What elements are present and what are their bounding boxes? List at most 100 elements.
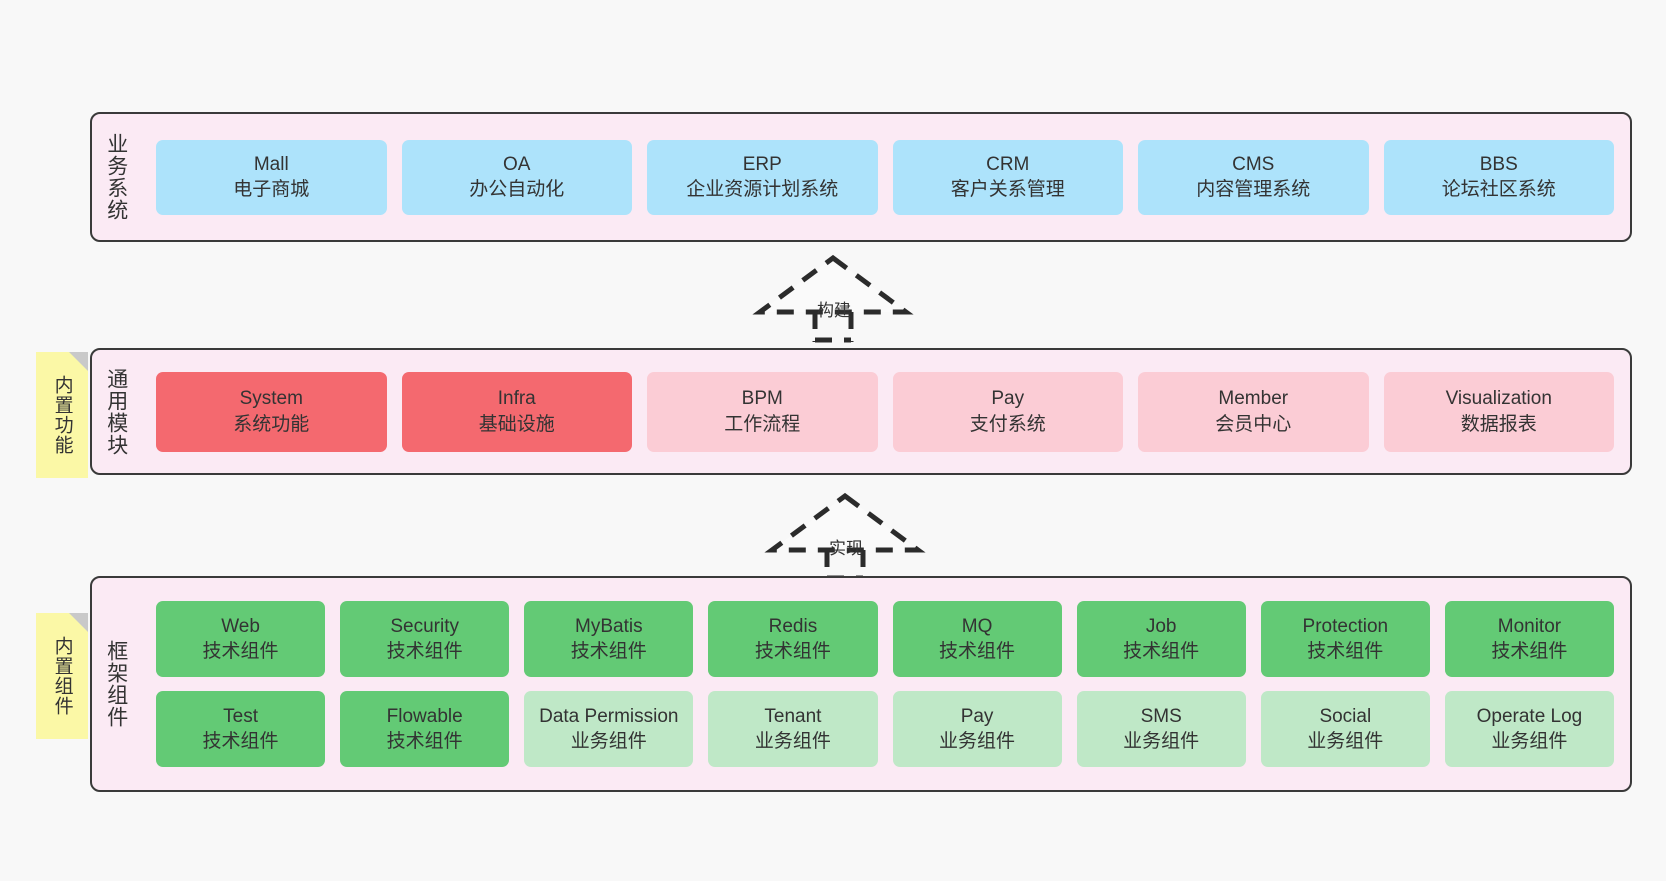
node-title: OA (503, 153, 531, 175)
node-subtitle: 技术组件 (1123, 641, 1200, 662)
node-redis[interactable]: Redis 技术组件 (708, 601, 878, 677)
node-title: Flowable (386, 705, 463, 727)
node-subtitle: 技术组件 (570, 641, 647, 662)
node-subtitle: 业务组件 (570, 731, 647, 752)
node-oa[interactable]: OA 办公自动化 (401, 139, 632, 215)
node-cms[interactable]: CMS 内容管理系统 (1138, 139, 1369, 215)
node-subtitle: 业务组件 (939, 731, 1016, 752)
node-subtitle: 会员中心 (1215, 413, 1292, 435)
layer-title-framework-components: 框架组件 (104, 640, 128, 728)
node-subtitle: 业务组件 (754, 731, 831, 752)
node-subtitle: 技术组件 (1491, 641, 1568, 662)
node-mq[interactable]: MQ 技术组件 (892, 601, 1062, 677)
node-operate-log[interactable]: Operate Log 业务组件 (1444, 691, 1614, 767)
node-subtitle: 技术组件 (202, 641, 279, 662)
node-subtitle: 基础设施 (478, 413, 555, 435)
node-subtitle: 企业资源计划系统 (686, 179, 839, 200)
realization-arrow-icon (752, 254, 914, 343)
node-subtitle: 内容管理系统 (1196, 179, 1311, 200)
node-title: Tenant (764, 705, 822, 727)
arrow-realize: 实现 (764, 492, 926, 581)
node-subtitle: 技术组件 (754, 641, 831, 662)
node-title: Monitor (1497, 615, 1562, 637)
note-label: 内置组件 (51, 636, 73, 716)
layer-title-business-system: 业务系统 (104, 133, 128, 221)
node-title: Web (221, 615, 260, 637)
node-title: Member (1218, 388, 1289, 410)
node-subtitle: 论坛社区系统 (1441, 179, 1556, 200)
note-builtin-components: 内置组件 (36, 613, 88, 739)
node-pay-module[interactable]: Pay 支付系统 (892, 371, 1123, 452)
layer-common-modules: 通用模块 System 系统功能 Infra 基础设施 BPM 工作流程 Pay… (90, 348, 1632, 475)
node-title: CMS (1232, 153, 1275, 175)
node-title: Pay (960, 705, 994, 727)
node-pay-component[interactable]: Pay 业务组件 (892, 691, 1062, 767)
node-subtitle: 数据报表 (1460, 413, 1537, 435)
layer-body-framework-components: Web 技术组件 Security 技术组件 MyBatis 技术组件 Redi… (140, 578, 1630, 790)
node-title: Pay (991, 388, 1025, 410)
node-subtitle: 客户关系管理 (950, 179, 1065, 200)
node-social[interactable]: Social 业务组件 (1260, 691, 1430, 767)
node-title: System (239, 388, 303, 410)
node-sms[interactable]: SMS 业务组件 (1076, 691, 1246, 767)
node-title: SMS (1140, 705, 1182, 727)
arrow-label-realize: 实现 (829, 539, 863, 558)
node-subtitle: 办公自动化 (469, 179, 565, 200)
node-infra[interactable]: Infra 基础设施 (401, 371, 632, 452)
node-mall[interactable]: Mall 电子商城 (156, 139, 387, 215)
node-bbs[interactable]: BBS 论坛社区系统 (1383, 139, 1614, 215)
node-subtitle: 技术组件 (386, 731, 463, 752)
node-subtitle: 技术组件 (1307, 641, 1384, 662)
node-web[interactable]: Web 技术组件 (156, 601, 326, 677)
node-erp[interactable]: ERP 企业资源计划系统 (647, 139, 878, 215)
node-title: Mall (253, 153, 289, 175)
node-subtitle: 工作流程 (724, 413, 801, 435)
node-test[interactable]: Test 技术组件 (156, 691, 326, 767)
node-title: Security (390, 615, 459, 637)
arrow-build: 构建 (752, 254, 914, 343)
layer-title-common-modules: 通用模块 (104, 367, 128, 456)
node-protection[interactable]: Protection 技术组件 (1260, 601, 1430, 677)
node-title: Infra (497, 388, 536, 410)
node-mybatis[interactable]: MyBatis 技术组件 (524, 601, 694, 677)
node-security[interactable]: Security 技术组件 (340, 601, 510, 677)
note-label: 内置功能 (51, 375, 73, 455)
node-title: BPM (741, 388, 783, 410)
node-flowable[interactable]: Flowable 技术组件 (340, 691, 510, 767)
node-monitor[interactable]: Monitor 技术组件 (1444, 601, 1614, 677)
node-member[interactable]: Member 会员中心 (1138, 371, 1369, 452)
node-visualization[interactable]: Visualization 数据报表 (1383, 371, 1614, 452)
layer-framework-components: 框架组件 Web 技术组件 Security 技术组件 MyBatis 技术组件… (90, 576, 1632, 792)
node-subtitle: 系统功能 (233, 413, 310, 435)
arrow-label-build: 构建 (817, 301, 851, 320)
node-title: Visualization (1445, 388, 1552, 410)
layer-row: Web 技术组件 Security 技术组件 MyBatis 技术组件 Redi… (156, 601, 1614, 677)
note-builtin-features: 内置功能 (36, 352, 88, 478)
node-title: Social (1319, 705, 1372, 727)
node-data-permission[interactable]: Data Permission 业务组件 (524, 691, 694, 767)
node-title: CRM (986, 153, 1030, 175)
node-subtitle: 业务组件 (1491, 731, 1568, 752)
node-subtitle: 业务组件 (1123, 731, 1200, 752)
node-title: Redis (768, 615, 818, 637)
layer-business-system: 业务系统 Mall 电子商城 OA 办公自动化 ERP 企业资源计划系统 CRM… (90, 112, 1632, 242)
node-crm[interactable]: CRM 客户关系管理 (892, 139, 1123, 215)
node-tenant[interactable]: Tenant 业务组件 (708, 691, 878, 767)
node-subtitle: 电子商城 (233, 179, 310, 200)
node-title: MyBatis (575, 615, 643, 637)
node-title: Protection (1302, 615, 1389, 637)
layer-row: Test 技术组件 Flowable 技术组件 Data Permission … (156, 691, 1614, 767)
layer-body-business-system: Mall 电子商城 OA 办公自动化 ERP 企业资源计划系统 CRM 客户关系… (140, 114, 1630, 240)
node-subtitle: 支付系统 (969, 413, 1046, 435)
node-subtitle: 技术组件 (202, 731, 279, 752)
node-bpm[interactable]: BPM 工作流程 (647, 371, 878, 452)
node-title: MQ (961, 615, 993, 637)
node-subtitle: 技术组件 (386, 641, 463, 662)
node-subtitle: 业务组件 (1307, 731, 1384, 752)
layer-body-common-modules: System 系统功能 Infra 基础设施 BPM 工作流程 Pay 支付系统… (140, 350, 1630, 473)
node-system[interactable]: System 系统功能 (156, 371, 387, 452)
node-title: BBS (1479, 153, 1518, 175)
node-title: Test (223, 705, 258, 727)
node-job[interactable]: Job 技术组件 (1076, 601, 1246, 677)
